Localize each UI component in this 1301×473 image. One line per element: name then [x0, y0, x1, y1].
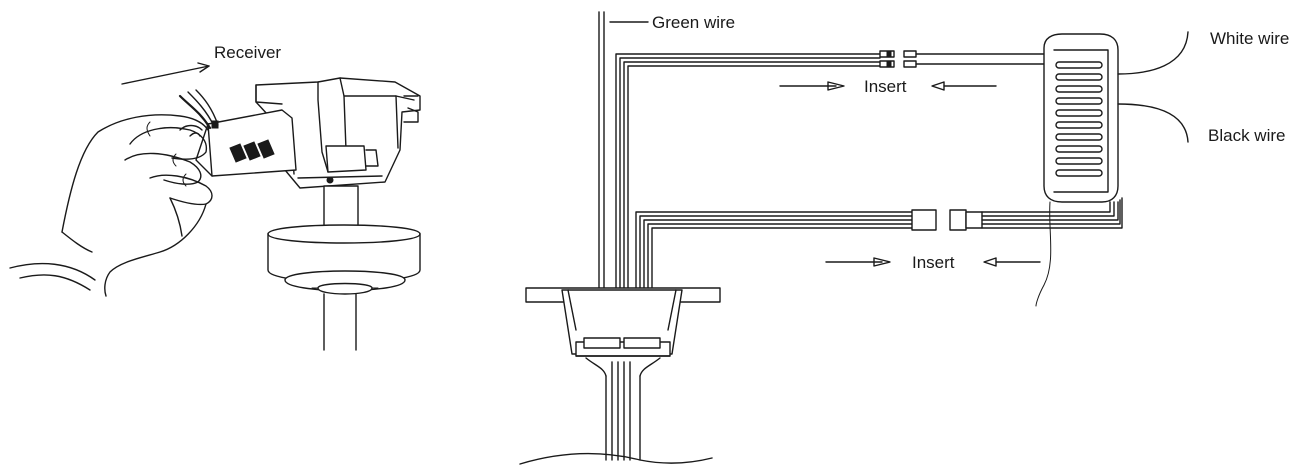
right-wiring-diagram: Green wire Insert [519, 11, 1289, 465]
insert-label-bottom: Insert [912, 253, 955, 272]
receiver-vents [1055, 61, 1103, 177]
receiver-label: Receiver [214, 43, 281, 62]
insert-label-top: Insert [864, 77, 907, 96]
white-wire-label: White wire [1210, 29, 1289, 48]
green-wire [598, 11, 649, 341]
receiver-module [178, 89, 297, 177]
insert-arrows-top [779, 81, 997, 91]
white-wire [1117, 31, 1189, 75]
ceiling-housing [255, 77, 421, 189]
insert-arrows-bottom [825, 257, 1041, 267]
hand [9, 114, 213, 297]
green-wire-label: Green wire [652, 13, 735, 32]
mounting-bracket [525, 287, 721, 357]
black-wire [1117, 103, 1189, 143]
black-wire-label: Black wire [1208, 126, 1285, 145]
receiver-arrow [121, 62, 210, 85]
fan-motor-housing [267, 176, 421, 351]
upper-wire-pair [615, 50, 1045, 341]
left-illustration: Receiver [9, 43, 421, 351]
down-rod [519, 357, 713, 465]
receiver-unit [1035, 33, 1119, 307]
